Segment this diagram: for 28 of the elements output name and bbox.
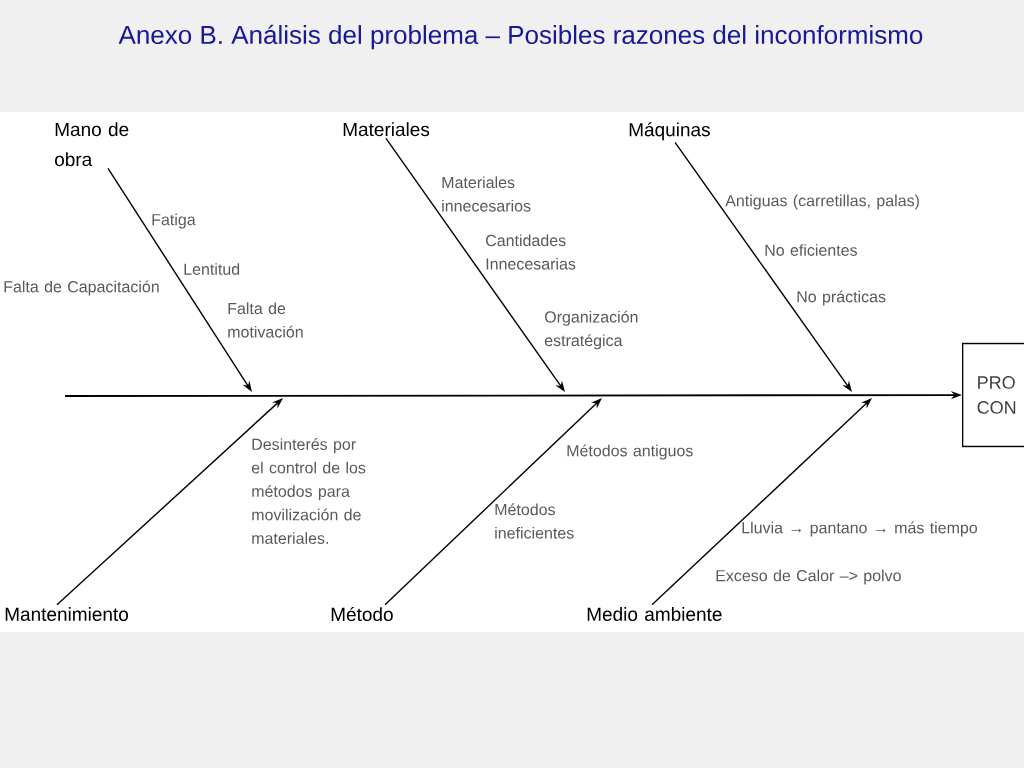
cause-label: Falta de Capacitación bbox=[4, 280, 159, 296]
category-label: Método bbox=[331, 606, 393, 622]
category-label: Mantenimiento bbox=[5, 607, 128, 621]
cause-label: Métodos antiguos bbox=[567, 444, 693, 460]
category-label: Materiales bbox=[343, 122, 430, 137]
cause-label: Falta de motivación bbox=[228, 302, 303, 338]
cause-label: Desinterés por el control de los métodos para movilización de materiales. bbox=[251, 438, 366, 544]
cause-label: Lluvia → pantano → más tiempo bbox=[742, 521, 978, 537]
effect-box: PRO CON bbox=[962, 342, 1024, 448]
category-label: Medio ambiente bbox=[587, 607, 722, 621]
cause-arrow bbox=[674, 141, 852, 392]
title: Anexo B. Análisis del problema – Posibles razones del inconformismo bbox=[118, 24, 923, 50]
cause-label: Organización estratégica bbox=[544, 310, 638, 350]
cause-label: Lentitud bbox=[184, 263, 240, 275]
cause-arrow bbox=[384, 398, 602, 606]
cause-label: Antiguas (carretillas, palas) bbox=[725, 194, 919, 210]
cause-label: No prácticas bbox=[797, 290, 886, 306]
cause-label: Materiales innecesarios bbox=[442, 176, 531, 212]
cause-label: Fatiga bbox=[152, 213, 196, 229]
cause-arrow bbox=[651, 398, 872, 606]
cause-label: Exceso de Calor –> polvo bbox=[716, 569, 901, 585]
cause-arrow bbox=[385, 137, 565, 392]
category-label: Mano de obra bbox=[55, 122, 129, 167]
cause-arrow bbox=[56, 398, 283, 606]
cause-label: Métodos ineficientes bbox=[495, 503, 574, 539]
cause-label: No eficientes bbox=[765, 244, 857, 256]
category-label: Máquinas bbox=[629, 122, 710, 141]
cause-label: Cantidades Innecesarias bbox=[486, 234, 576, 270]
